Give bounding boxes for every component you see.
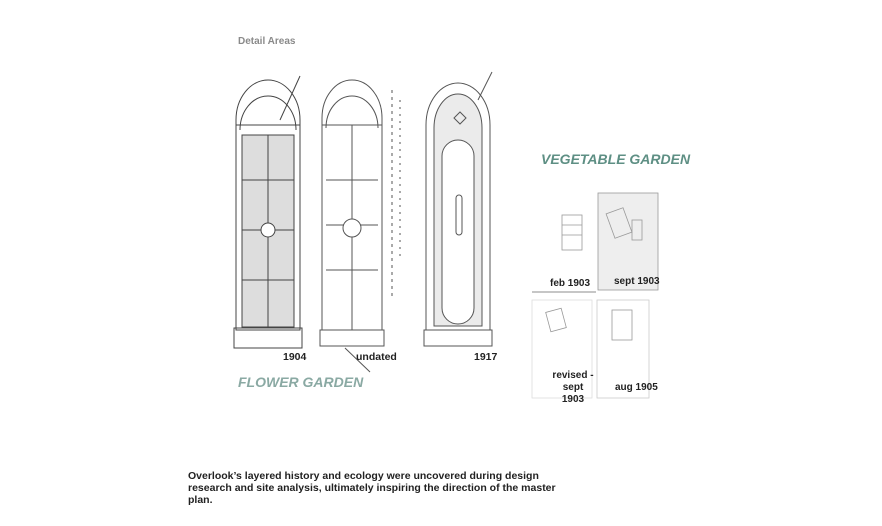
thumb-label-feb-1903: feb 1903: [550, 278, 591, 289]
vegetable-plan-thumbnails: [531, 192, 659, 399]
thumb-label-sept-1903: sept 1903: [614, 276, 660, 287]
flower-garden-heading: FLOWER GARDEN: [238, 374, 364, 390]
vegetable-garden-heading: VEGETABLE GARDEN: [541, 151, 691, 167]
plan-label-1917: 1917: [474, 351, 498, 363]
plan-label-1904: 1904: [283, 351, 307, 363]
thumb-label-aug-1905: aug 1905: [615, 382, 658, 393]
page-title: Detail Areas: [238, 36, 296, 47]
thumb-label-revised-sept-1903: revised - sept 1903: [552, 370, 594, 405]
flower-plan-1917: [423, 71, 493, 347]
flower-plan-1904: [233, 75, 303, 349]
caption: Overlook’s layered history and ecology w…: [188, 470, 556, 506]
plan-label-undated: undated: [356, 351, 397, 363]
flower-plan-undated: [319, 79, 401, 373]
